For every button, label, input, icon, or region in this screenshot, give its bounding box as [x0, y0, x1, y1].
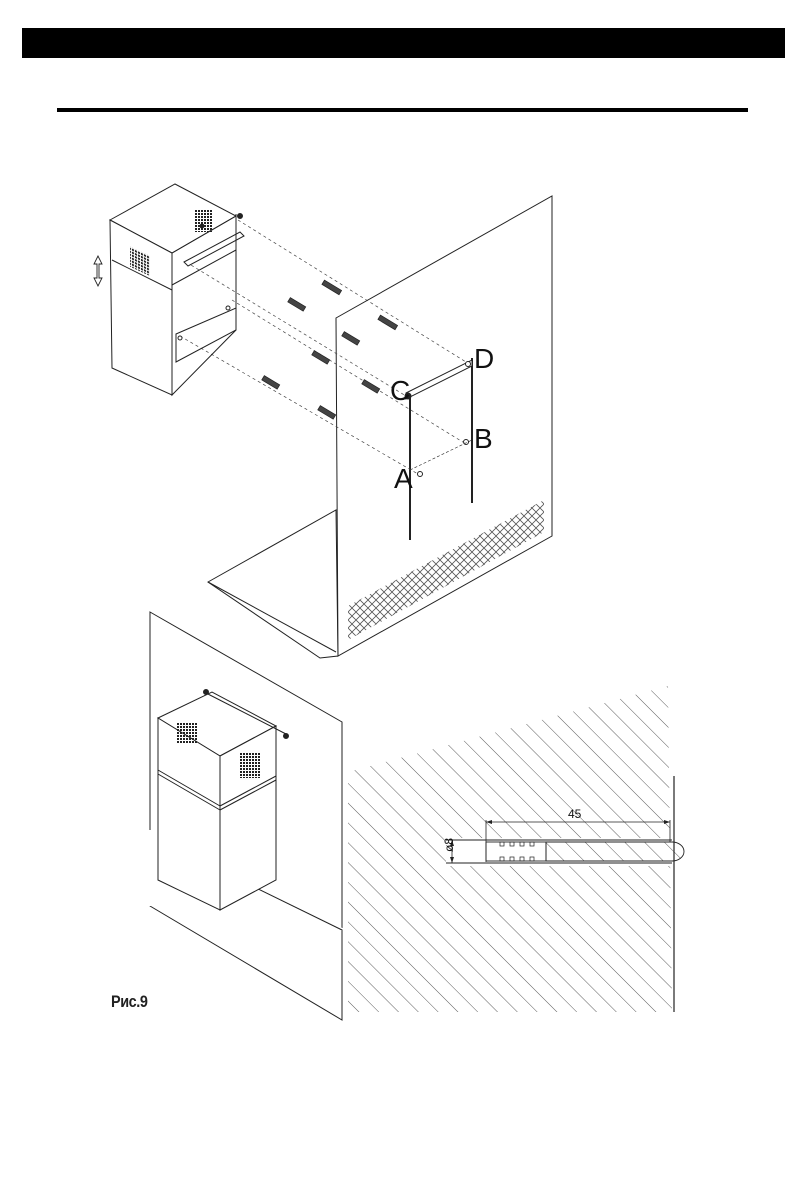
point-label-b: B: [474, 423, 493, 454]
installed-chimney: [150, 612, 342, 1020]
up-down-arrow-icon: [94, 256, 102, 286]
dowel-detail: [340, 680, 684, 1020]
dimension-diameter-label: ø8: [442, 838, 456, 852]
point-label-c: C: [390, 375, 410, 406]
point-label-d: D: [474, 343, 494, 374]
upper-illustration: [94, 184, 552, 658]
floor-plane: [208, 510, 338, 658]
chimney-box-upper: [110, 184, 244, 395]
figure-caption: Рис.9: [111, 992, 147, 1012]
point-label-a: A: [394, 463, 413, 494]
dimension-length-label: 45: [568, 807, 582, 821]
